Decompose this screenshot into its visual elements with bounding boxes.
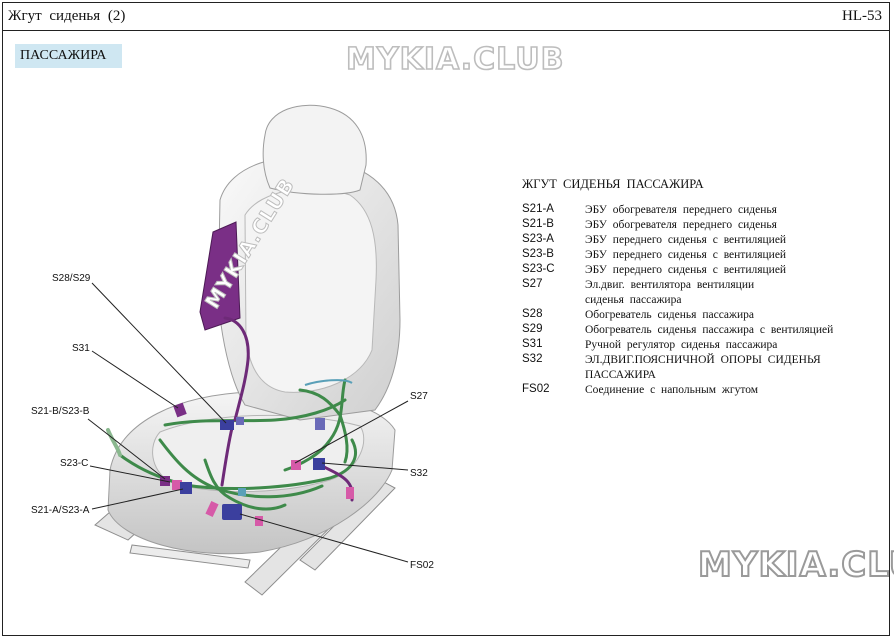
legend-code: S23-A — [522, 233, 554, 245]
legend-code: S23-B — [522, 248, 554, 260]
legend-code: S21-B — [522, 218, 554, 230]
callout-fs02: FS02 — [410, 560, 434, 571]
legend-code: S28 — [522, 308, 543, 320]
legend-desc: Соединение с напольным жгутом — [585, 384, 759, 396]
callout-s31: S31 — [72, 343, 90, 354]
callout-s21a-s23a: S21-A/S23-A — [31, 505, 90, 516]
vent-wire — [304, 379, 353, 386]
watermark-top: MYKIA.CLUB — [345, 41, 565, 78]
watermark-bottom: MYKIA.CLUB — [697, 544, 894, 586]
legend-desc: ЭБУ обогревателя переднего сиденья — [585, 219, 777, 231]
callout-s27: S27 — [410, 391, 428, 402]
legend-desc: ЭБУ переднего сиденья с вентиляцией — [585, 249, 787, 261]
legend-code: S32 — [522, 353, 543, 365]
legend-code: S23-C — [522, 263, 555, 275]
callout-s32: S32 — [410, 468, 428, 479]
legend-desc: Эл.двиг. вентилятора вентиляции сиденья … — [585, 279, 755, 306]
legend-desc: ЭБУ обогревателя переднего сиденья — [585, 204, 777, 216]
legend-code: S31 — [522, 338, 543, 350]
page-code: HL-53 — [842, 8, 882, 24]
legend-desc: Обогреватель сиденья пассажира с вентиля… — [585, 324, 834, 336]
legend-desc: ЭБУ переднего сиденья с вентиляцией — [585, 264, 787, 276]
harness — [106, 378, 357, 511]
callout-s28-s29: S28/S29 — [52, 273, 91, 284]
page-header: Жгут сиденья (2) HL-53 — [2, 2, 890, 31]
legend-desc: ЭБУ переднего сиденья с вентиляцией — [585, 234, 787, 246]
headrest — [262, 104, 367, 195]
legend-desc: Ручной регулятор сиденья пассажира — [585, 339, 778, 351]
legend-code: S21-A — [522, 203, 554, 215]
leader-lines — [87, 282, 409, 563]
page-title: Жгут сиденья (2) — [8, 8, 126, 24]
callout-s21b-s23b: S21-B/S23-B — [31, 406, 90, 417]
section-badge: ПАССАЖИРА — [15, 44, 122, 68]
legend-title: ЖГУТ СИДЕНЬЯ ПАССАЖИРА — [522, 177, 704, 191]
legend-code: S27 — [522, 278, 543, 290]
legend-code: FS02 — [522, 383, 550, 395]
legend-desc: ЭЛ.ДВИГ.ПОЯСНИЧНОЙ ОПОРЫ СИДЕНЬЯ ПАССАЖИ… — [585, 354, 821, 381]
callout-s23c: S23-C — [60, 458, 89, 469]
back-module — [199, 221, 241, 331]
legend-code: S29 — [522, 323, 543, 335]
legend-desc: Обогреватель сиденья пассажира — [585, 309, 754, 321]
